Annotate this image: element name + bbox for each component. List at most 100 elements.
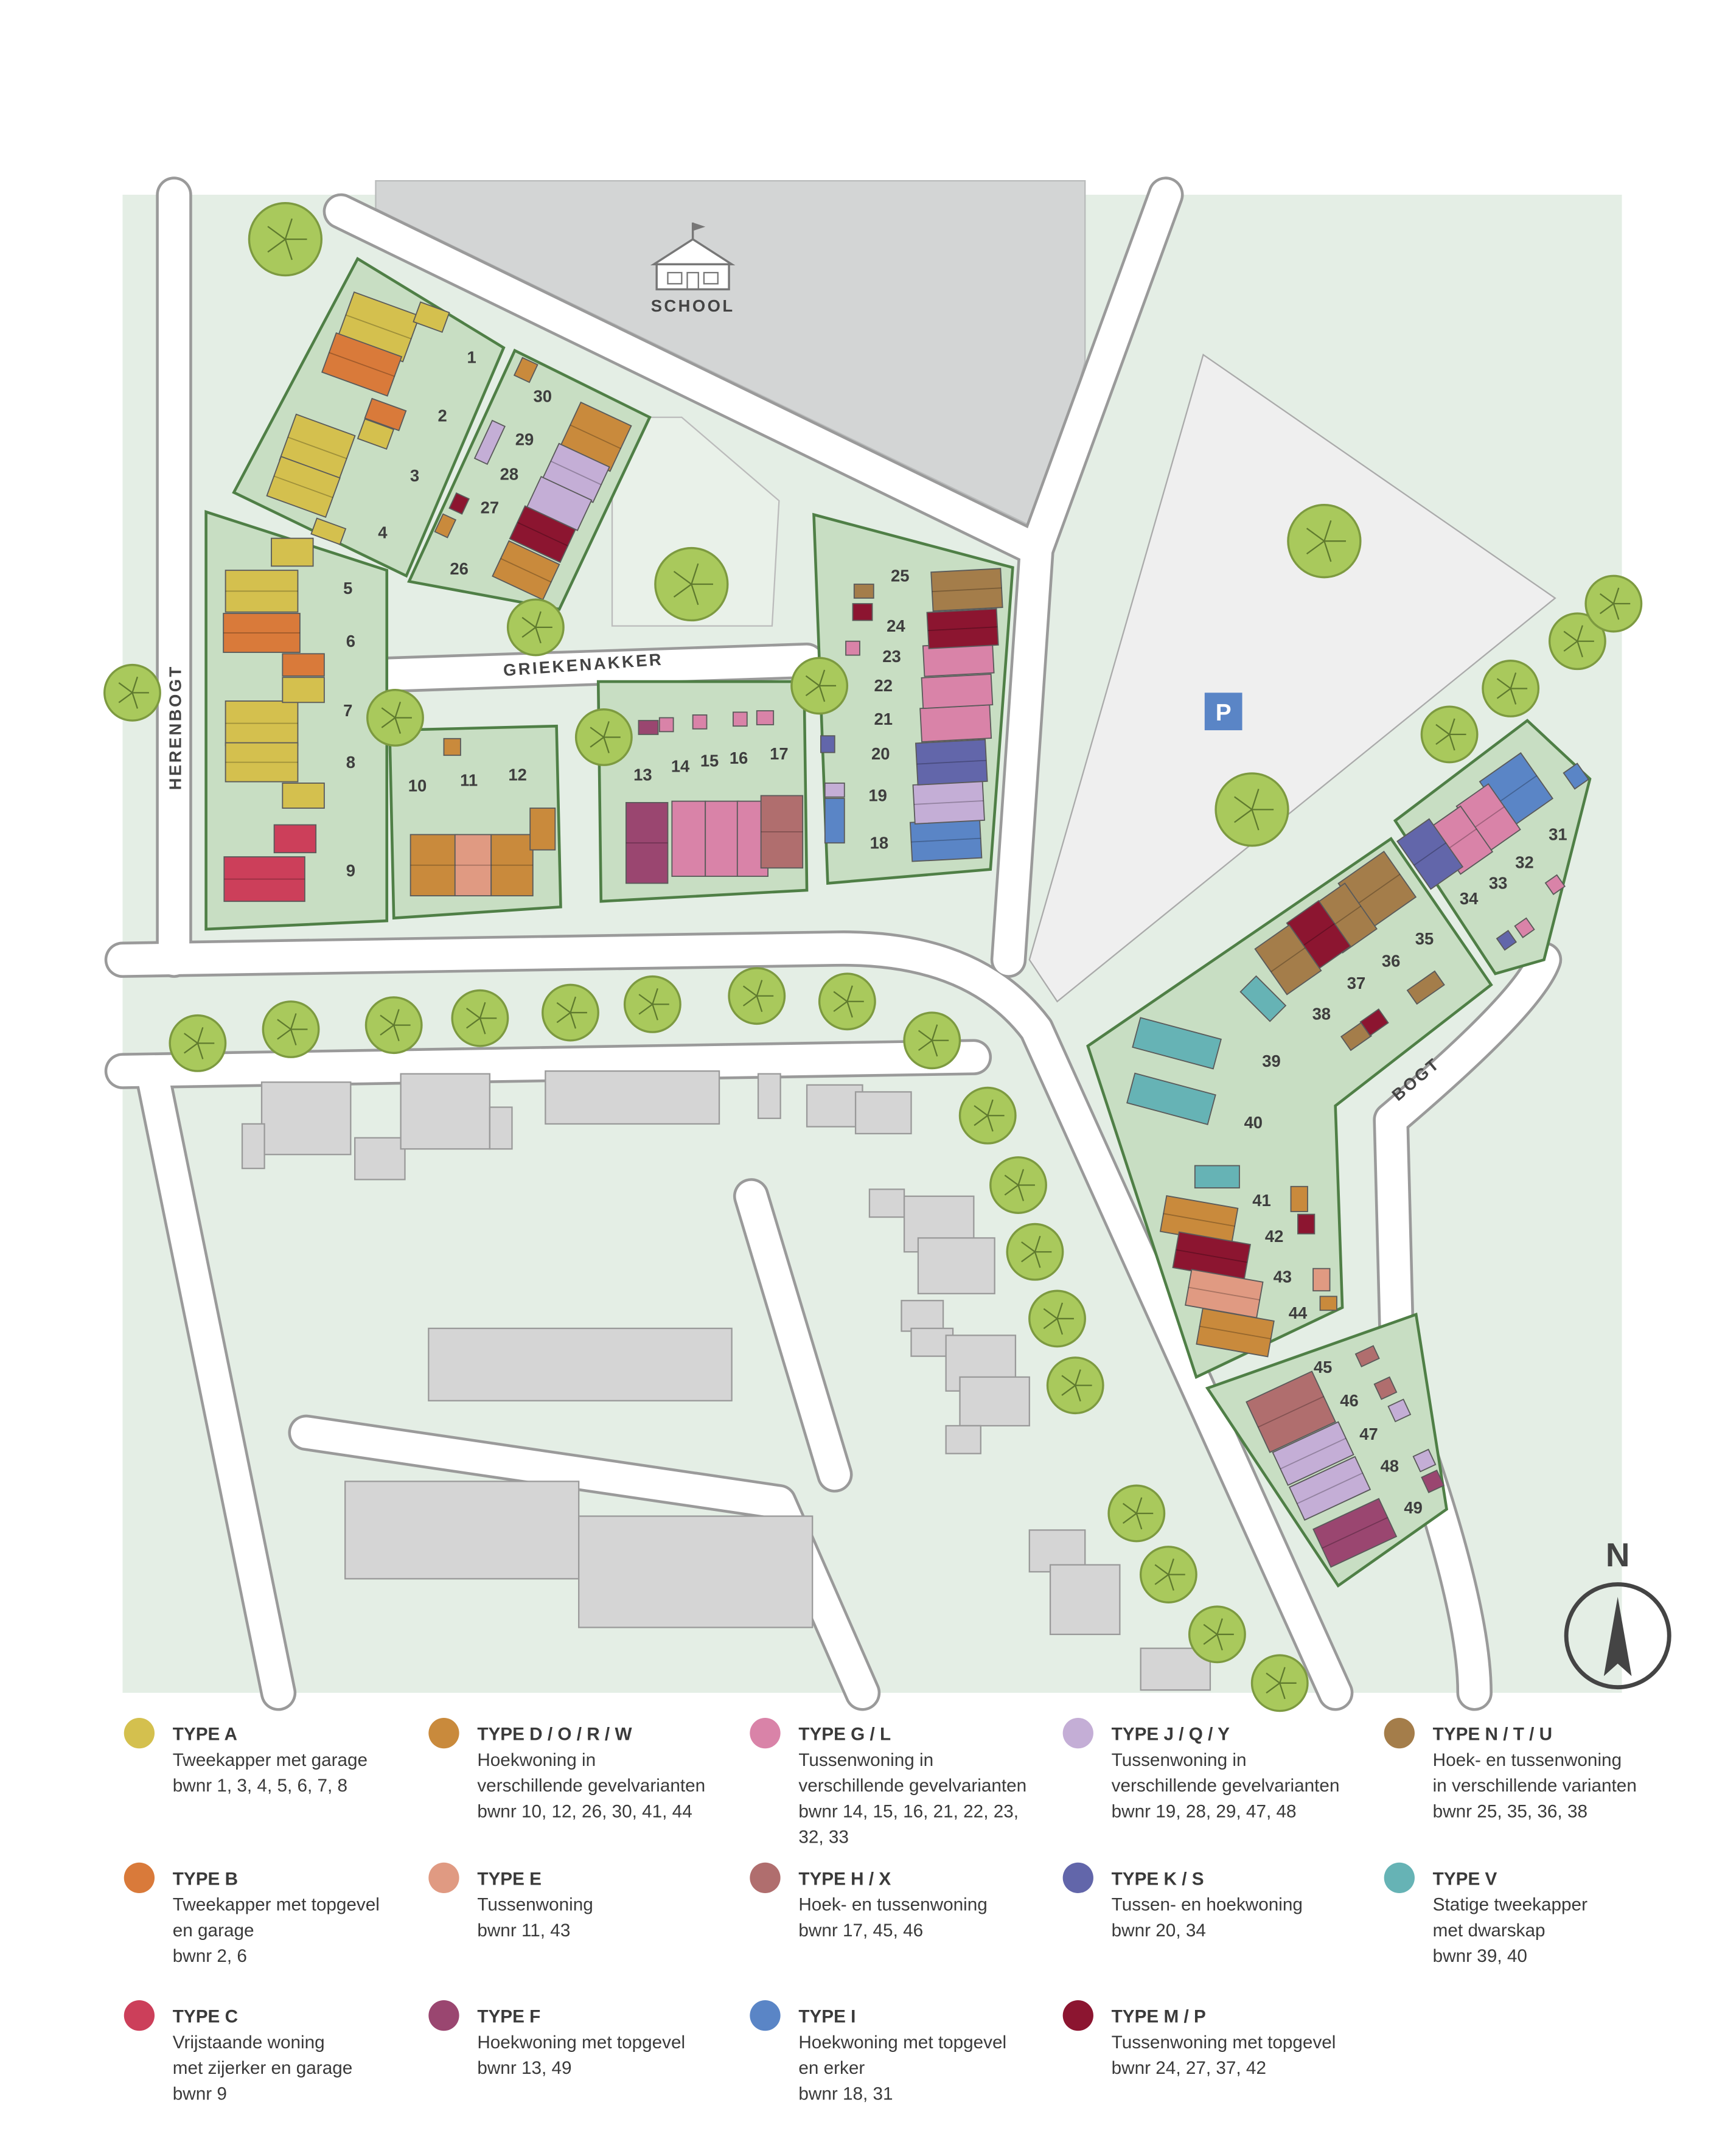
tree-icon — [248, 202, 323, 277]
plot-number: 13 — [633, 765, 652, 784]
legend-type-description: met dwarskap — [1433, 1921, 1546, 1941]
house-type-D — [490, 834, 534, 896]
house-type-F — [1421, 1469, 1445, 1493]
existing-building — [545, 1070, 720, 1125]
house-type-A — [266, 456, 341, 518]
house-type-F — [625, 801, 669, 884]
tree-icon — [623, 975, 681, 1033]
legend-type-description: Hoekwoning met topgevel — [798, 2032, 1006, 2053]
trees — [103, 202, 1643, 1712]
legend-type-description: Tussenwoning in — [798, 1750, 933, 1770]
legend-swatch — [428, 1717, 459, 1749]
house-type-M — [852, 603, 873, 621]
house-type-M — [1172, 1231, 1251, 1281]
house-type-I — [909, 818, 983, 862]
plot-number: 18 — [870, 833, 888, 852]
existing-building — [959, 1376, 1030, 1427]
plot-number: 36 — [1382, 952, 1400, 971]
house-type-C — [223, 856, 305, 902]
plot-number: 14 — [671, 757, 690, 776]
tree-icon — [1420, 705, 1479, 764]
legend-type-description: bwnr 24, 27, 37, 42 — [1112, 2058, 1266, 2078]
legend-swatch — [750, 1717, 781, 1749]
plot-number: 6 — [346, 632, 355, 651]
house-type-B — [321, 332, 403, 397]
legend-swatch — [1062, 1862, 1093, 1893]
house-type-A — [413, 301, 450, 333]
house-type-H — [1373, 1376, 1398, 1400]
plot-number: 21 — [874, 710, 893, 728]
house-type-A — [282, 677, 325, 703]
house-type-D — [1290, 1185, 1308, 1212]
house-type-G — [671, 800, 706, 877]
existing-building — [868, 1188, 905, 1218]
legend-swatch — [1062, 2000, 1093, 2031]
legend-type-description: bwnr 11, 43 — [477, 1921, 570, 1941]
plot-number: 7 — [343, 701, 352, 720]
house-type-B — [364, 397, 407, 431]
house-type-A — [225, 570, 299, 613]
tree-icon — [818, 972, 876, 1031]
legend-swatch — [428, 1862, 459, 1893]
legend-type-title: TYPE C — [173, 2007, 238, 2027]
legend-type-description: en erker — [798, 2058, 865, 2078]
plot-number: 2 — [438, 406, 447, 425]
plot-number: 10 — [408, 776, 427, 795]
legend-swatch — [1384, 1862, 1415, 1893]
tree-icon — [958, 1086, 1017, 1145]
legend-type-title: TYPE J / Q / Y — [1112, 1725, 1230, 1745]
house-type-J — [473, 419, 506, 466]
plot-number: 48 — [1381, 1456, 1399, 1475]
plot-number: 3 — [410, 466, 419, 485]
plot-number: 9 — [346, 861, 355, 880]
legend-type-description: en garage — [173, 1921, 254, 1941]
north-arrow-icon — [1603, 1597, 1632, 1676]
house-type-G — [733, 711, 748, 727]
plot-number: 42 — [1265, 1227, 1283, 1246]
house-type-D — [434, 513, 457, 539]
plot-number: 20 — [871, 744, 890, 763]
tree-icon — [654, 546, 729, 622]
tree-icon — [1214, 772, 1289, 847]
house-type-V — [1126, 1072, 1216, 1125]
legend-type-description: Hoek- en tussenwoning — [1433, 1750, 1622, 1770]
plot-number: 49 — [1404, 1498, 1422, 1517]
house-type-G — [919, 704, 992, 742]
legend-type-description: Vrijstaande woning — [173, 2032, 325, 2053]
plot-number: 47 — [1359, 1425, 1378, 1443]
legend-type-description: verschillende gevelvarianten — [477, 1776, 705, 1796]
parking-sign: P — [1204, 693, 1242, 731]
house-type-A — [271, 537, 314, 567]
legend-swatch — [1062, 1717, 1093, 1749]
house-type-A — [225, 742, 299, 783]
tree-icon — [542, 983, 599, 1042]
house-type-A — [357, 418, 395, 450]
tree-icon — [1107, 1484, 1166, 1543]
new-houses — [223, 291, 1589, 1568]
legend-type-title: TYPE E — [477, 1869, 542, 1889]
legend-swatch — [124, 1862, 155, 1893]
legend-type-description: verschillende gevelvarianten — [1112, 1776, 1340, 1796]
legend-type-description: Tweekapper met garage — [173, 1750, 368, 1770]
plot-number: 45 — [1314, 1358, 1332, 1376]
plot-number: 25 — [891, 566, 909, 585]
legend-type-title: TYPE M / P — [1112, 2007, 1206, 2027]
house-type-G — [845, 640, 860, 656]
plot-number: 4 — [378, 523, 388, 542]
existing-building — [428, 1327, 733, 1401]
legend-type-description: bwnr 13, 49 — [477, 2058, 571, 2078]
legend-type-title: TYPE N / T / U — [1433, 1725, 1552, 1745]
roads — [104, 176, 1563, 1711]
tree-icon — [1584, 574, 1643, 633]
legend-type-description: Statige tweekapper — [1433, 1895, 1587, 1915]
legend-type-title: TYPE V — [1433, 1869, 1497, 1889]
legend-type-description: verschillende gevelvarianten — [798, 1776, 1026, 1796]
plot-number: 19 — [868, 786, 887, 805]
legend-type-description: bwnr 14, 15, 16, 21, 22, 23, — [798, 1801, 1019, 1821]
legend-type-description: Hoekwoning in — [477, 1750, 596, 1770]
tree-icon — [1287, 504, 1362, 579]
tree-icon — [1046, 1356, 1104, 1415]
